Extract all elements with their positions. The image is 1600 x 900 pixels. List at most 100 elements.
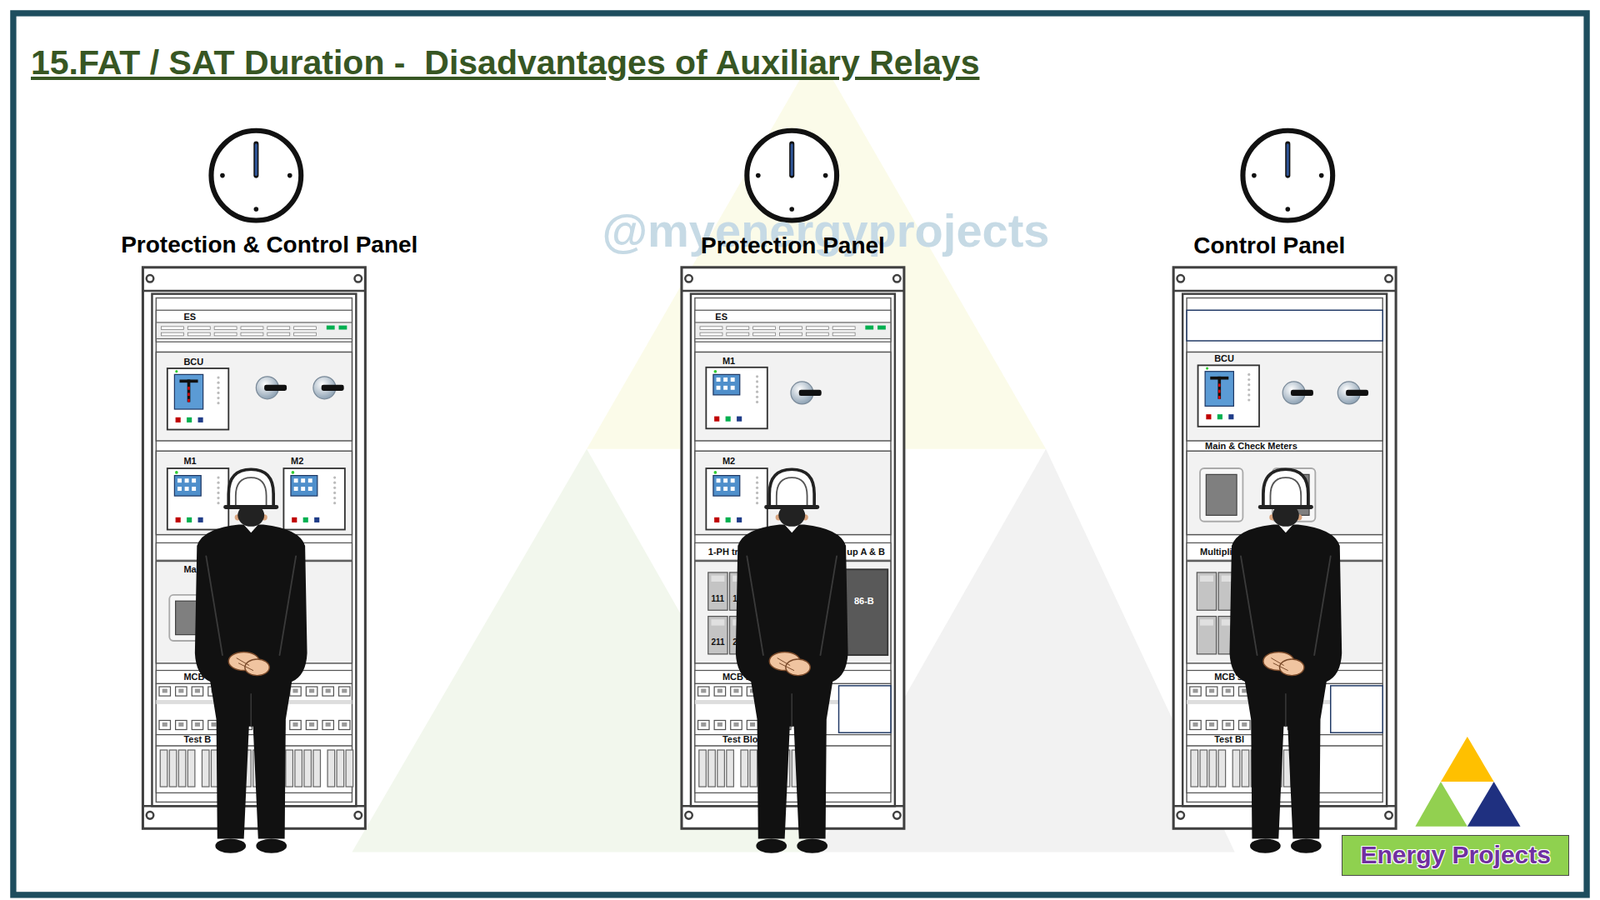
led — [755, 375, 759, 378]
led — [714, 470, 718, 475]
hard-hat-ridge — [235, 477, 267, 508]
section-label: M1 — [183, 455, 196, 467]
switch-port — [214, 332, 237, 336]
test-block — [313, 750, 321, 787]
relay-top — [710, 619, 725, 625]
mcb — [191, 720, 203, 730]
hand — [1280, 659, 1305, 676]
led — [755, 475, 759, 479]
test-block — [336, 750, 345, 787]
mcb-toggle — [1209, 689, 1215, 694]
hard-hat-brim — [766, 505, 818, 510]
led — [755, 486, 759, 490]
ied-pixel — [294, 478, 299, 483]
arm-line — [1240, 555, 1258, 655]
ied-screen — [174, 475, 201, 496]
ied-pixel — [730, 377, 735, 382]
section-label: ES — [715, 311, 728, 323]
mcb-toggle — [162, 689, 168, 694]
meter-screen — [1205, 474, 1237, 515]
led — [216, 475, 220, 479]
mcb — [1190, 720, 1201, 730]
mcb-toggle — [700, 689, 706, 694]
mcb-toggle — [292, 689, 298, 694]
panel-heading: Protection & Control Panel — [120, 230, 418, 260]
button — [175, 517, 181, 523]
led — [216, 486, 220, 490]
mcb-toggle — [210, 722, 216, 727]
mcb — [175, 720, 187, 730]
arm-line — [280, 555, 297, 655]
mcb — [159, 686, 170, 696]
led — [291, 470, 295, 475]
switch-port — [780, 326, 803, 330]
test-block — [169, 750, 177, 787]
label-row — [1186, 735, 1383, 746]
section-label: MCB — [183, 671, 205, 683]
ied-screen — [290, 475, 318, 496]
mcb — [1222, 720, 1234, 730]
switch-port — [726, 326, 750, 330]
led — [216, 501, 220, 505]
led — [1247, 378, 1250, 381]
switch-port — [700, 332, 723, 336]
test-block — [1218, 750, 1226, 787]
mcb-toggle — [325, 722, 331, 727]
switch-section — [155, 310, 352, 342]
button — [175, 417, 181, 423]
logo-text: Energy Projects — [1360, 840, 1551, 870]
finger-line — [780, 663, 795, 671]
panel-section — [155, 351, 352, 441]
mimic-bar — [187, 380, 191, 403]
panel-screw — [1385, 275, 1393, 283]
panel-line — [1174, 290, 1395, 292]
led — [216, 391, 220, 395]
test-block — [708, 750, 716, 787]
section-label: Ma — [183, 564, 196, 575]
led — [1247, 383, 1250, 386]
label-row — [695, 735, 891, 746]
ied-pixel — [730, 478, 735, 483]
test-block — [750, 750, 758, 787]
switch-port — [832, 332, 855, 336]
shoe — [1250, 839, 1281, 854]
switch-port — [726, 332, 750, 336]
button — [714, 517, 720, 523]
person-body — [1230, 524, 1343, 839]
mcb-toggle — [292, 722, 298, 727]
ied-pixel — [723, 377, 728, 382]
clock-hand — [789, 144, 795, 176]
button — [186, 417, 192, 423]
panel-node: Protection Panel — [681, 267, 905, 829]
led — [755, 400, 759, 404]
section-label: 86-B — [854, 595, 875, 607]
auxiliary-relay — [708, 616, 728, 655]
led — [216, 401, 220, 405]
mcb-toggle — [309, 689, 315, 694]
test-block — [740, 750, 749, 787]
led — [175, 470, 179, 475]
led — [333, 491, 336, 495]
shoe — [215, 839, 246, 854]
ied-screen — [713, 475, 740, 496]
auxiliary-relay — [1196, 616, 1216, 655]
panel-line — [682, 290, 903, 292]
mcb-toggle — [1225, 722, 1231, 727]
button — [736, 416, 742, 422]
finger-line — [1273, 663, 1288, 671]
ied-relay — [283, 468, 345, 530]
clock-dot — [1285, 206, 1290, 212]
page-title: 15.FAT / SAT Duration - Disadvantages of… — [30, 42, 980, 84]
switch-port — [294, 332, 317, 336]
ied-pixel — [308, 478, 313, 483]
panel-heading: Protection Panel — [700, 231, 885, 260]
switch-port — [805, 332, 829, 336]
panel-screw — [146, 275, 155, 283]
mcb-toggle — [178, 722, 184, 727]
button — [1217, 414, 1223, 420]
section-label: 212 — [732, 637, 747, 648]
shoe — [755, 839, 787, 854]
section-label: 211 — [710, 637, 725, 648]
ied-relay — [167, 468, 229, 530]
